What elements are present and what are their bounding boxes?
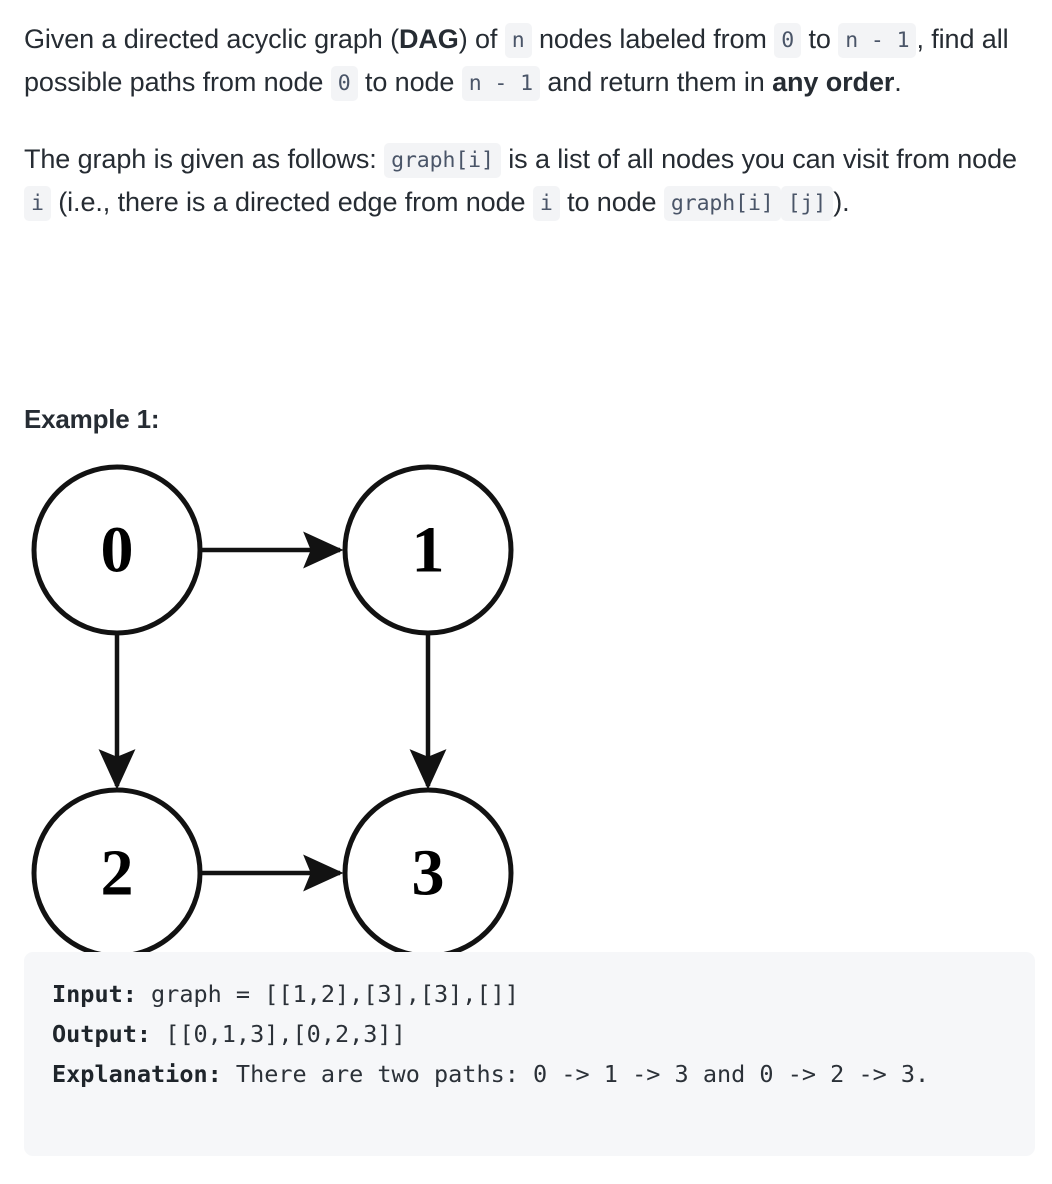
input-label: Input: <box>52 980 137 1008</box>
graph-node-2: 2 <box>31 787 203 959</box>
inline-code-n-minus-1-2: n - 1 <box>461 66 540 101</box>
problem-paragraph-2: The graph is given as follows: graph[i] … <box>24 138 1028 224</box>
graph-node-1: 1 <box>342 464 514 636</box>
paragraph2-segment-1: The graph is given as follows: <box>24 144 385 174</box>
graph-node-3: 3 <box>342 787 514 959</box>
output-label: Output: <box>52 1020 152 1048</box>
paragraph1-segment-9: . <box>894 67 902 97</box>
paragraph2-segment-2: is a list of all nodes you can visit fro… <box>500 144 1017 174</box>
paragraph1-segment-2: ) of <box>458 24 505 54</box>
inline-code-j: [j] <box>780 186 834 221</box>
inline-code-graph-i: graph[i] <box>384 143 501 178</box>
inline-code-zero: 0 <box>774 23 802 58</box>
code-line-explanation: Explanation: There are two paths: 0 -> 1… <box>52 1054 1007 1094</box>
input-value: graph = [[1,2],[3],[3],[]] <box>136 980 519 1008</box>
paragraph1-segment-1: Given a directed acyclic graph ( <box>24 24 399 54</box>
emphasis-order: order <box>818 67 895 97</box>
paragraph1-segment-6: to node <box>357 67 462 97</box>
inline-code-zero-2: 0 <box>330 66 358 101</box>
example-1-heading: Example 1: <box>24 404 160 434</box>
graph-node-1-label: 1 <box>412 514 445 587</box>
graph-node-3-label: 3 <box>412 837 445 910</box>
inline-code-graph-i-2: graph[i] <box>663 186 781 221</box>
dag-example-diagram: 0 1 2 3 <box>18 456 538 966</box>
graph-node-0-label: 0 <box>101 514 134 587</box>
paragraph1-segment-7: and return them in <box>539 67 773 97</box>
code-line-input: Input: graph = [[1,2],[3],[3],[]] <box>52 974 1007 1014</box>
inline-code-i-2: i <box>532 186 560 221</box>
example-1-code-block: Input: graph = [[1,2],[3],[3],[]]Output:… <box>24 952 1035 1156</box>
paragraph2-segment-3: (i.e., there is a directed edge from nod… <box>50 187 533 217</box>
inline-code-n-minus-1: n - 1 <box>838 23 917 58</box>
paragraph2-segment-5: ). <box>833 187 850 217</box>
code-line-output: Output: [[0,1,3],[0,2,3]] <box>52 1014 1007 1054</box>
dag-abbreviation: DAG <box>398 24 459 54</box>
problem-paragraph-1: Given a directed acyclic graph (DAG) of … <box>24 18 1028 104</box>
graph-node-0: 0 <box>31 464 203 636</box>
paragraph1-segment-3: nodes labeled from <box>531 24 775 54</box>
paragraph2-segment-4: to node <box>559 187 664 217</box>
graph-node-2-label: 2 <box>101 837 134 910</box>
output-value: [[0,1,3],[0,2,3]] <box>151 1020 406 1048</box>
emphasis-any: any <box>772 67 819 97</box>
inline-code-n: n <box>504 23 532 58</box>
paragraph1-segment-5: , find all possible paths from node <box>24 24 1009 97</box>
explanation-value: There are two paths: 0 -> 1 -> 3 and 0 -… <box>221 1060 930 1088</box>
explanation-label: Explanation: <box>52 1060 222 1088</box>
inline-code-i: i <box>24 186 51 221</box>
paragraph1-segment-4: to <box>801 24 839 54</box>
